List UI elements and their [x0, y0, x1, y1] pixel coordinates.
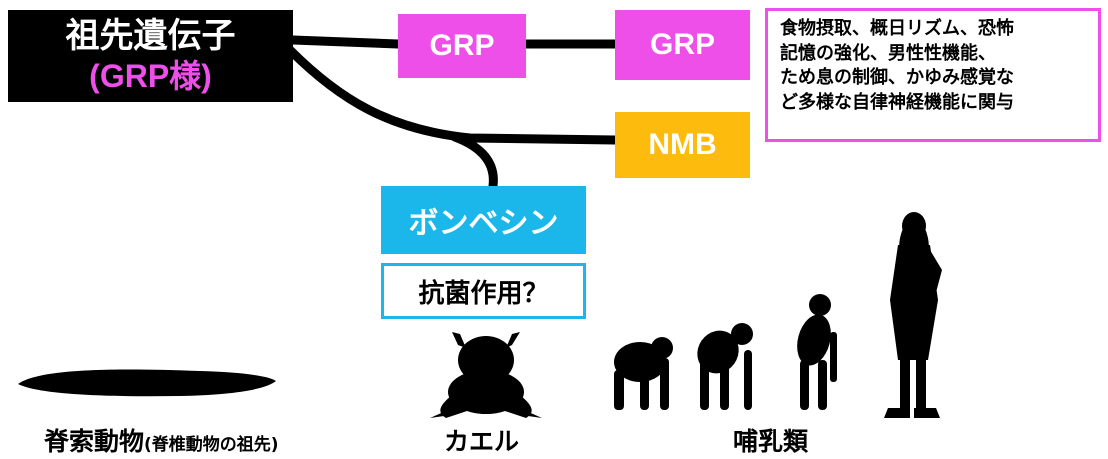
chimp-silhouette: [697, 323, 753, 410]
frog-silhouette: [430, 332, 542, 418]
function-line: 記憶の強化、男性性機能、: [780, 42, 996, 64]
ancestor-gene-subtitle: (GRP様): [89, 58, 212, 95]
chordate-label-main: 脊索動物: [44, 427, 145, 456]
chordate-silhouette: [18, 369, 276, 397]
line-ancestor-grp: [288, 35, 403, 49]
chordate-label-sub: (脊椎動物の祖先): [144, 435, 279, 455]
grp-node-1: GRP: [398, 14, 526, 78]
function-line: ため息の制御、かゆみ感覚な: [780, 67, 1014, 89]
antibacterial-node: 抗菌作用？: [381, 263, 586, 319]
mammal-label: 哺乳類: [733, 427, 809, 456]
line-nmb-bombesin: [450, 132, 498, 191]
chordate-label: 脊索動物(脊椎動物の祖先): [44, 422, 279, 458]
nmb-node: NMB: [615, 112, 750, 178]
bombesin-node: ボンベシン: [381, 186, 586, 254]
function-line: ど多様な自律神経機能に関与: [780, 91, 1014, 113]
ancestor-gene-box: 祖先遺伝子 (GRP様): [8, 10, 293, 102]
ancestor-gene-title: 祖先遺伝子: [65, 17, 236, 56]
function-description-box: 食物摂取、概日リズム、恐怖 記憶の強化、男性性機能、 ため息の制御、かゆみ感覚な…: [765, 8, 1101, 142]
gorilla-silhouette: [614, 337, 673, 410]
woman-silhouette: [884, 212, 942, 418]
frog-label: カエル: [444, 427, 520, 456]
early-human-silhouette: [797, 294, 837, 410]
grp-node-2: GRP: [615, 10, 750, 80]
function-line: 食物摂取、概日リズム、恐怖: [780, 18, 1014, 39]
